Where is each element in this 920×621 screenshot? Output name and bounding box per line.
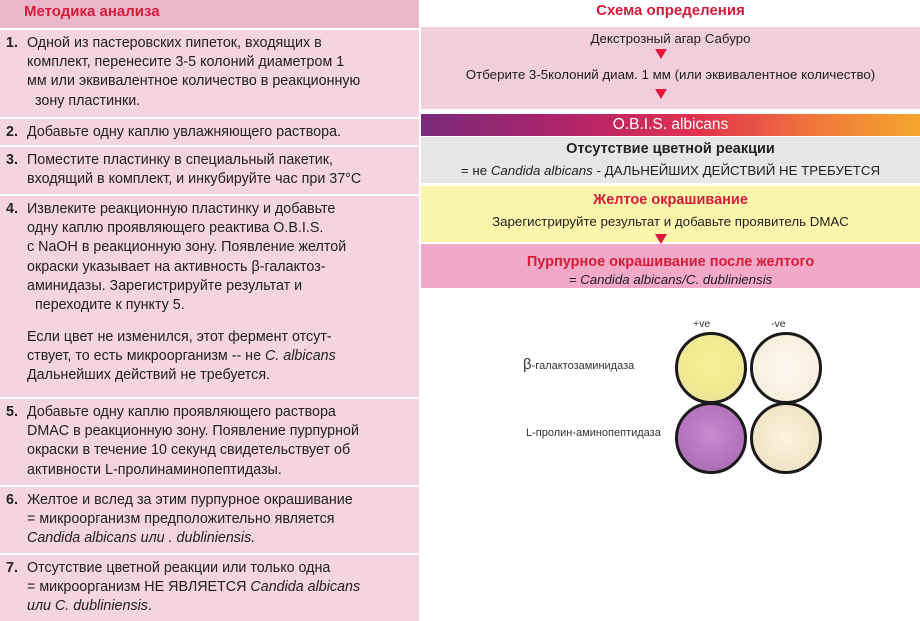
step-line: окраски указывает на активность β-галакт… — [27, 258, 326, 275]
step-4: 4. Извлеките реакционную пластинку и доб… — [0, 194, 419, 397]
step-line: = микроорганизм НЕ ЯВЛЯЕТСЯ Candida albi… — [27, 578, 413, 597]
beta-galactosaminidase-label: β-галактозаминидаза — [523, 356, 634, 373]
l-proline-aminopeptidase-label: L-пролин-аминопептидаза — [526, 427, 661, 439]
step-line: аминидазы. Зарегистрируйте результат и — [27, 277, 303, 294]
step-line: Candida albicans или . dubliniensis. — [27, 529, 413, 548]
step-line: DMAC в реакционную зону. Появление пурпу… — [27, 423, 359, 440]
label-text: -галактозаминидаза — [531, 360, 635, 372]
step-number: 3. — [6, 152, 18, 168]
negative-column-label: -ve — [771, 318, 786, 330]
step-line: или C. dubliniensis. — [27, 597, 413, 616]
species-name: или C. dubliniensis — [27, 598, 148, 615]
step-line: переходите к пункту 5. — [35, 297, 185, 314]
analysis-method-panel: Методика анализа 1. Одной из пастеровски… — [0, 0, 419, 621]
step-6: 6. Желтое и вслед за этим пурпурное окра… — [0, 485, 419, 553]
step-text: Извлеките реакционную пластинку и добавь… — [27, 200, 413, 315]
down-arrow-icon — [655, 89, 667, 99]
step-5: 5. Добавьте одну каплю проявляющего раст… — [0, 397, 419, 485]
step-line: Если цвет не изменился, этот фермент отс… — [27, 329, 332, 345]
step-line: Желтое и вслед за этим пурпурное окрашив… — [27, 492, 353, 508]
species-name: Candida albicans или . dubliniensis. — [27, 530, 256, 547]
flow-line-2: Отберите 3-5колоний диам. 1 мм (или экви… — [465, 67, 876, 82]
step-line-part: . — [147, 598, 152, 615]
method-title: Методика анализа — [0, 0, 419, 28]
step-text: Добавьте одну каплю увлажняющего раствор… — [27, 123, 413, 142]
purple-description: = Candida albicans/C. dubliniensis — [568, 272, 773, 287]
identification-scheme-panel: Схема определения Декстрозный агар Сабур… — [421, 0, 920, 621]
step-line: с NaOH в реакционную зону. Появление жел… — [27, 239, 347, 256]
flow-start-box: Декстрозный агар Сабуро Отберите 3-5коло… — [421, 27, 920, 109]
step-3: 3. Поместите пластинку в специальный пак… — [0, 145, 419, 194]
purple-positive-dish — [675, 402, 747, 474]
step-number: 6. — [6, 492, 18, 508]
species-name: Candida albicans — [490, 163, 593, 178]
species-name: C. albicans — [265, 348, 336, 365]
step-line: Добавьте одну каплю проявляющего раствор… — [27, 404, 336, 420]
step-line: Добавьте одну каплю увлажняющего раствор… — [27, 124, 342, 140]
desc-part: = не — [460, 163, 491, 178]
positive-column-label: +ve — [693, 318, 711, 330]
purple-heading: Пурпурное окрашивание после желтого — [526, 254, 815, 270]
yellow-description: Зарегистрируйте результат и добавьте про… — [492, 214, 849, 229]
step-line: ствует, то есть микроорганизм -- не C. a… — [27, 347, 413, 366]
obis-albicans-bar: O.B.I.S. albicans — [421, 114, 920, 136]
desc-part: - ДАЛЬНЕЙШИХ ДЕЙСТВИЙ НЕ ТРЕБУЕТСЯ — [592, 163, 881, 178]
step-line: = микроорганизм предположительно являетс… — [27, 511, 335, 528]
step-number: 7. — [6, 560, 18, 576]
yellow-staining-box: Желтое окрашивание Зарегистрируйте резул… — [421, 186, 920, 244]
step-line: Извлеките реакционную пластинку и добавь… — [27, 201, 336, 217]
purple-staining-box: Пурпурное окрашивание после желтого = Ca… — [421, 244, 920, 288]
step-line-part: = микроорганизм НЕ ЯВЛЯЕТСЯ — [27, 579, 251, 596]
step-line: комплект, перенесите 3-5 колоний диаметр… — [27, 54, 345, 71]
step-line-part: ствует, то есть микроорганизм -- не — [27, 348, 266, 365]
yellow-heading: Желтое окрашивание — [593, 192, 748, 208]
step-number: 1. — [6, 35, 18, 51]
down-arrow-icon — [655, 49, 667, 59]
step-line: Дальнейших действий не требуется. — [27, 367, 271, 384]
beta-symbol: β — [523, 356, 532, 373]
no-color-heading: Отсутствие цветной реакции — [566, 141, 775, 157]
yellow-positive-dish — [675, 332, 747, 404]
step-number: 2. — [6, 124, 18, 140]
no-color-description: = не Candida albicans - ДАЛЬНЕЙШИХ ДЕЙСТ… — [421, 163, 920, 178]
step-note: Если цвет не изменился, этот фермент отс… — [27, 328, 413, 386]
scheme-title: Схема определения — [596, 2, 745, 19]
step-line: зону пластинки. — [35, 92, 141, 109]
step-text: Отсутствие цветной реакции или только од… — [27, 559, 413, 617]
step-line: Отсутствие цветной реакции или только од… — [27, 560, 331, 576]
no-color-reaction-box: Отсутствие цветной реакции = не Candida … — [421, 137, 920, 183]
species-name: Candida albicans — [250, 579, 361, 596]
step-2: 2. Добавьте одну каплю увлажняющего раст… — [0, 117, 419, 145]
step-line: одну каплю проявляющего реактива O.B.I.S… — [27, 220, 324, 237]
step-line: окраски в течение 10 секунд свидетельств… — [27, 442, 351, 459]
step-line: активности L-пролинаминопептидазы. — [27, 461, 282, 478]
step-text: Поместите пластинку в специальный пакети… — [27, 151, 413, 189]
yellow-negative-dish — [750, 332, 822, 404]
step-line: мм или эквивалентное количество в реакци… — [27, 73, 361, 90]
step-text: Добавьте одну каплю проявляющего раствор… — [27, 403, 413, 480]
step-7: 7. Отсутствие цветной реакции или только… — [0, 553, 419, 621]
step-number: 4. — [6, 201, 18, 217]
step-1: 1. Одной из пастеровских пипеток, входящ… — [0, 28, 419, 117]
step-line: входящий в комплект, и инкубируйте час п… — [27, 171, 362, 188]
down-arrow-icon — [655, 234, 667, 244]
step-text: Одной из пастеровских пипеток, входящих … — [27, 34, 413, 111]
flow-line-1: Декстрозный агар Сабуро — [590, 31, 751, 46]
purple-negative-dish — [750, 402, 822, 474]
step-line: Поместите пластинку в специальный пакети… — [27, 152, 333, 168]
step-text: Желтое и вслед за этим пурпурное окрашив… — [27, 491, 413, 549]
step-number: 5. — [6, 404, 18, 420]
step-line: Одной из пастеровских пипеток, входящих … — [27, 35, 322, 51]
